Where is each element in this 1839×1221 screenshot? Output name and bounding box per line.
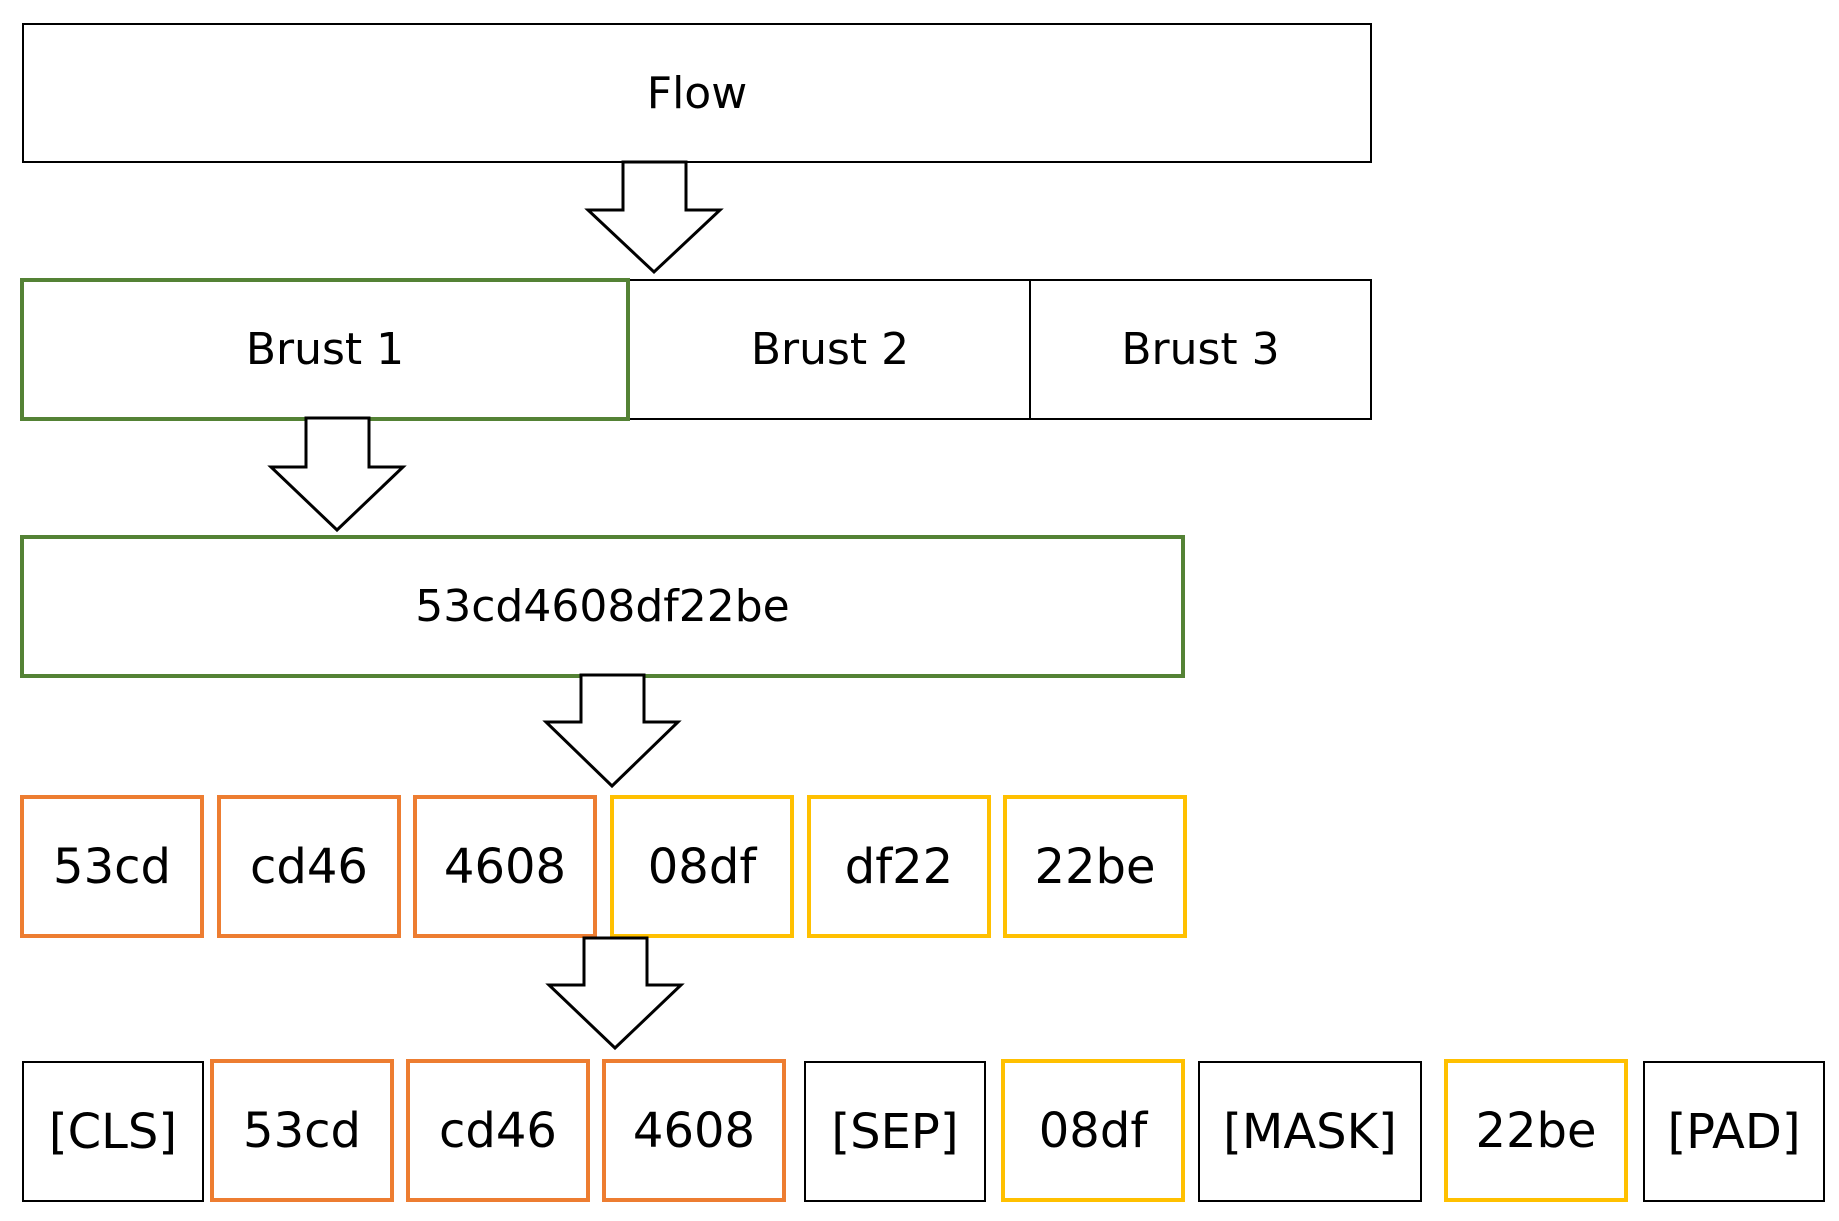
burst-1-label: Brust 1 (245, 324, 405, 375)
burst-3-label: Brust 3 (1121, 324, 1280, 375)
down-arrow-icon (545, 936, 685, 1051)
token-label: 53cd (243, 1102, 361, 1159)
bigram-label: 08df (647, 838, 757, 895)
token-box: [PAD] (1643, 1061, 1825, 1202)
down-arrow-icon (584, 160, 724, 275)
token-label: 22be (1475, 1102, 1597, 1159)
token-box: [MASK] (1198, 1061, 1422, 1202)
token-box: [CLS] (22, 1061, 204, 1202)
bigram-box: cd46 (217, 795, 401, 938)
burst-3-box: Brust 3 (1029, 279, 1372, 420)
token-box: [SEP] (804, 1061, 986, 1202)
token-label: [CLS] (48, 1103, 178, 1160)
bigram-label: cd46 (250, 838, 368, 895)
burst-2-label: Brust 2 (750, 324, 910, 375)
bigram-box: 4608 (413, 795, 597, 938)
token-label: [MASK] (1223, 1103, 1397, 1160)
token-box: cd46 (406, 1059, 590, 1202)
flow-label: Flow (646, 67, 748, 119)
burst-2-box: Brust 2 (628, 279, 1032, 420)
token-label: cd46 (439, 1102, 557, 1159)
bigram-label: df22 (844, 838, 954, 895)
token-box: 22be (1444, 1059, 1628, 1202)
bigram-label: 22be (1034, 838, 1156, 895)
token-box: 08df (1001, 1059, 1185, 1202)
hex-string-label: 53cd4608df22be (415, 581, 790, 632)
flow-box: Flow (22, 23, 1372, 163)
down-arrow-icon (267, 416, 407, 533)
token-box: 53cd (210, 1059, 394, 1202)
token-label: 4608 (632, 1102, 756, 1159)
token-label: [PAD] (1667, 1103, 1801, 1160)
bigram-box: df22 (807, 795, 991, 938)
bigram-box: 08df (610, 795, 794, 938)
token-label: 08df (1038, 1102, 1148, 1159)
token-label: [SEP] (831, 1103, 959, 1160)
bigram-label: 4608 (443, 838, 567, 895)
burst-1-box: Brust 1 (20, 278, 630, 421)
bigram-box: 53cd (20, 795, 204, 938)
hex-string-box: 53cd4608df22be (20, 535, 1185, 678)
down-arrow-icon (542, 673, 682, 789)
token-box: 4608 (602, 1059, 786, 1202)
bigram-label: 53cd (53, 838, 171, 895)
bigram-box: 22be (1003, 795, 1187, 938)
